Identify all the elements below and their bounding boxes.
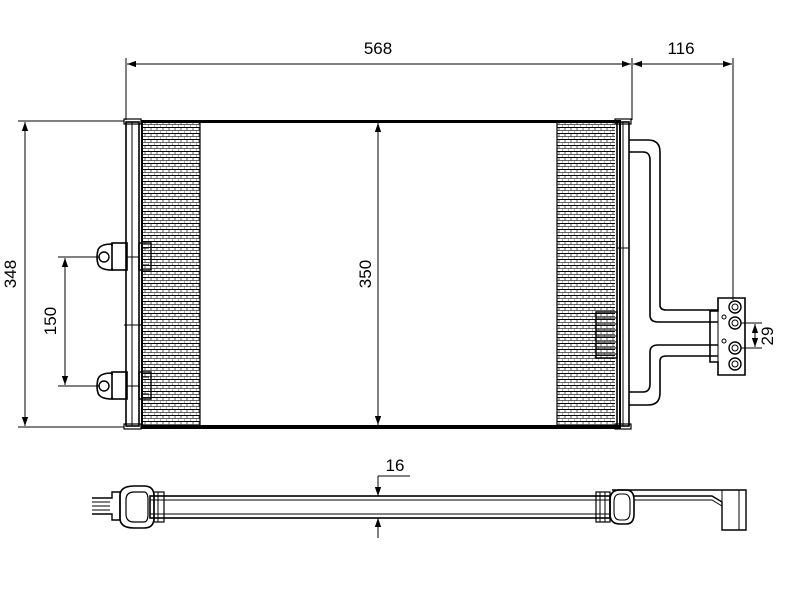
side-left-bracket — [92, 485, 165, 529]
fitting-port-icon — [728, 300, 742, 314]
right-header-tank — [595, 118, 632, 430]
dimension-labels: 568 116 348 150 350 29 16 — [1, 39, 777, 475]
fitting-offset-dimension-label: 116 — [667, 39, 694, 58]
side-view — [92, 485, 747, 531]
right-fin-block — [557, 122, 615, 427]
receiver-drier — [595, 311, 618, 359]
fitting-block — [709, 297, 746, 376]
thickness-dimension-label: 16 — [386, 456, 405, 475]
fitting-port-icon — [728, 357, 742, 371]
side-right-fitting — [595, 489, 747, 531]
core-frame — [141, 120, 621, 429]
side-core-bar — [149, 495, 611, 519]
dimension-lines — [18, 58, 762, 538]
overall-height-dimension-label: 348 — [1, 260, 20, 288]
width-dimension-label: 568 — [364, 39, 392, 58]
port-spacing-dimension-label: 29 — [758, 327, 777, 346]
front-view — [96, 118, 746, 430]
fitting-port-icon — [728, 316, 742, 330]
fitting-port-icon — [728, 341, 742, 355]
core-height-dimension-label: 350 — [356, 260, 375, 288]
left-fin-block — [143, 122, 200, 427]
left-header-tank — [123, 118, 142, 430]
refrigerant-pipes — [629, 139, 718, 406]
bracket-spacing-dimension-label: 150 — [41, 307, 60, 335]
